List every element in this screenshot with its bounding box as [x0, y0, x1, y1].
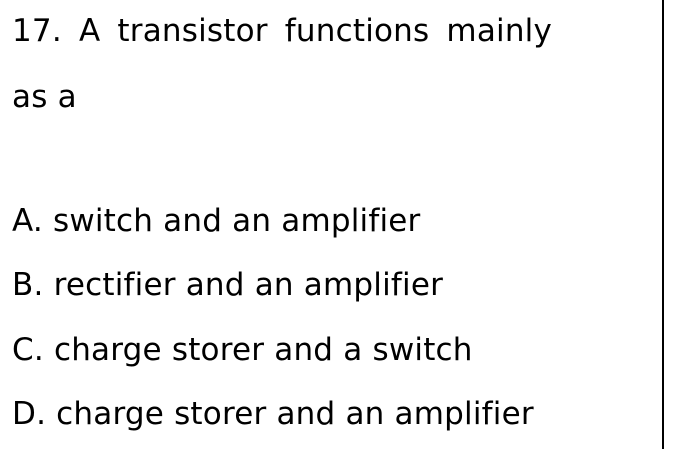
- option-b: B. rectifier and an amplifier: [12, 267, 444, 303]
- right-border-line: [662, 0, 664, 449]
- option-a: A. switch and an amplifier: [12, 203, 421, 239]
- option-d: D. charge storer and an amplifier: [12, 396, 534, 432]
- option-c: C. charge storer and a switch: [12, 332, 473, 368]
- question-stem-line-2: as a: [12, 79, 77, 115]
- question-stem-line-1: 17. A transistor functions mainly: [12, 13, 553, 49]
